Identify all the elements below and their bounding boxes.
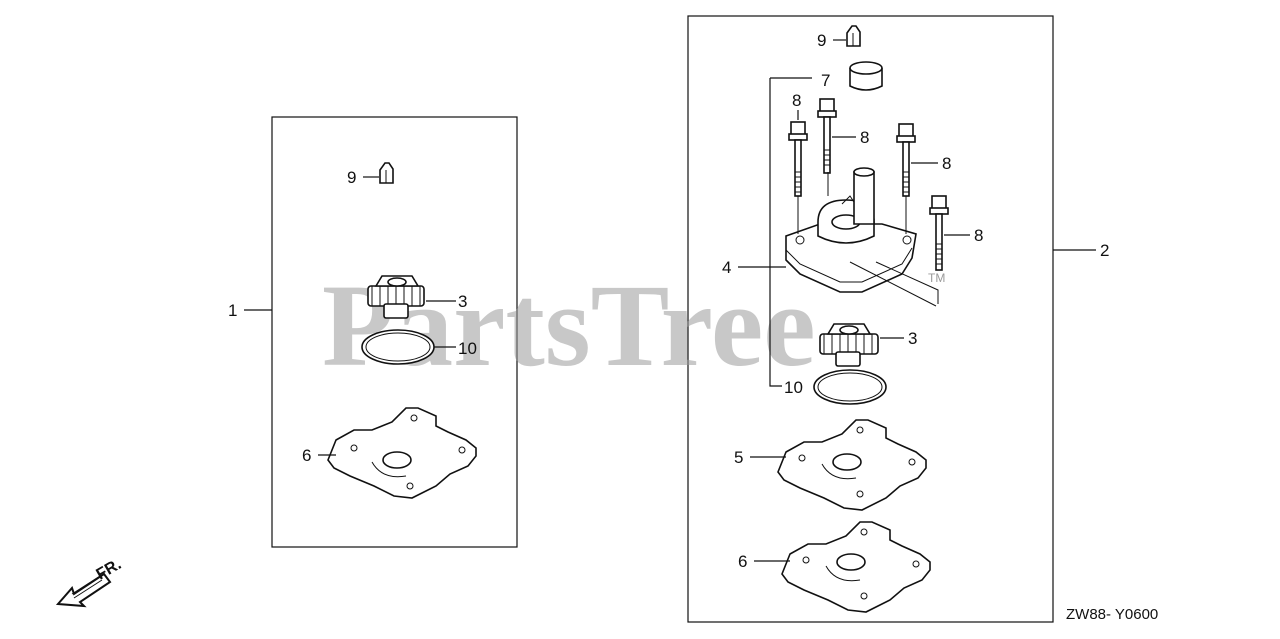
bolt-d[interactable] xyxy=(929,195,949,271)
callout-key-left[interactable]: 9 xyxy=(347,168,356,187)
impeller-right[interactable] xyxy=(819,323,879,367)
callout-bolt-b[interactable]: 8 xyxy=(860,128,869,147)
callout-kit-2[interactable]: 2 xyxy=(1100,241,1109,260)
callout-plate-left[interactable]: 6 xyxy=(302,446,311,465)
collar[interactable] xyxy=(849,61,883,91)
wear-plate-right[interactable] xyxy=(781,521,931,613)
wear-plate-left[interactable] xyxy=(327,407,477,499)
callout-impeller-right[interactable]: 3 xyxy=(908,329,917,348)
bolt-b[interactable] xyxy=(817,98,837,174)
front-direction-arrow-icon xyxy=(55,572,112,608)
kit-2-frame xyxy=(687,15,1054,623)
watermark-trademark: TM xyxy=(928,271,945,285)
o-ring-left[interactable] xyxy=(361,329,435,365)
leader-bracket xyxy=(769,78,782,387)
kit-1-frame xyxy=(271,116,518,548)
pump-housing[interactable] xyxy=(785,167,939,307)
callout-kit-1[interactable]: 1 xyxy=(228,301,237,320)
gasket[interactable] xyxy=(777,419,927,511)
woodruff-key-left[interactable] xyxy=(379,162,394,184)
callout-housing[interactable]: 4 xyxy=(722,258,731,277)
woodruff-key-right[interactable] xyxy=(846,25,861,47)
callout-bolt-c[interactable]: 8 xyxy=(942,154,951,173)
callout-key-right[interactable]: 9 xyxy=(817,31,826,50)
callout-plate-right[interactable]: 6 xyxy=(738,552,747,571)
bolt-c[interactable] xyxy=(896,123,916,197)
callout-o-ring-left[interactable]: 10 xyxy=(458,339,477,358)
bolt-a[interactable] xyxy=(788,121,808,197)
callout-collar[interactable]: 7 xyxy=(821,71,830,90)
callout-bolt-a[interactable]: 8 xyxy=(792,91,801,110)
diagram-code: ZW88- Y0600 xyxy=(1066,606,1158,623)
o-ring-right[interactable] xyxy=(813,369,887,405)
callout-o-ring-right[interactable]: 10 xyxy=(784,378,803,397)
callout-impeller-left[interactable]: 3 xyxy=(458,292,467,311)
callout-bolt-d[interactable]: 8 xyxy=(974,226,983,245)
callout-gasket[interactable]: 5 xyxy=(734,448,743,467)
impeller-left[interactable] xyxy=(367,275,425,319)
